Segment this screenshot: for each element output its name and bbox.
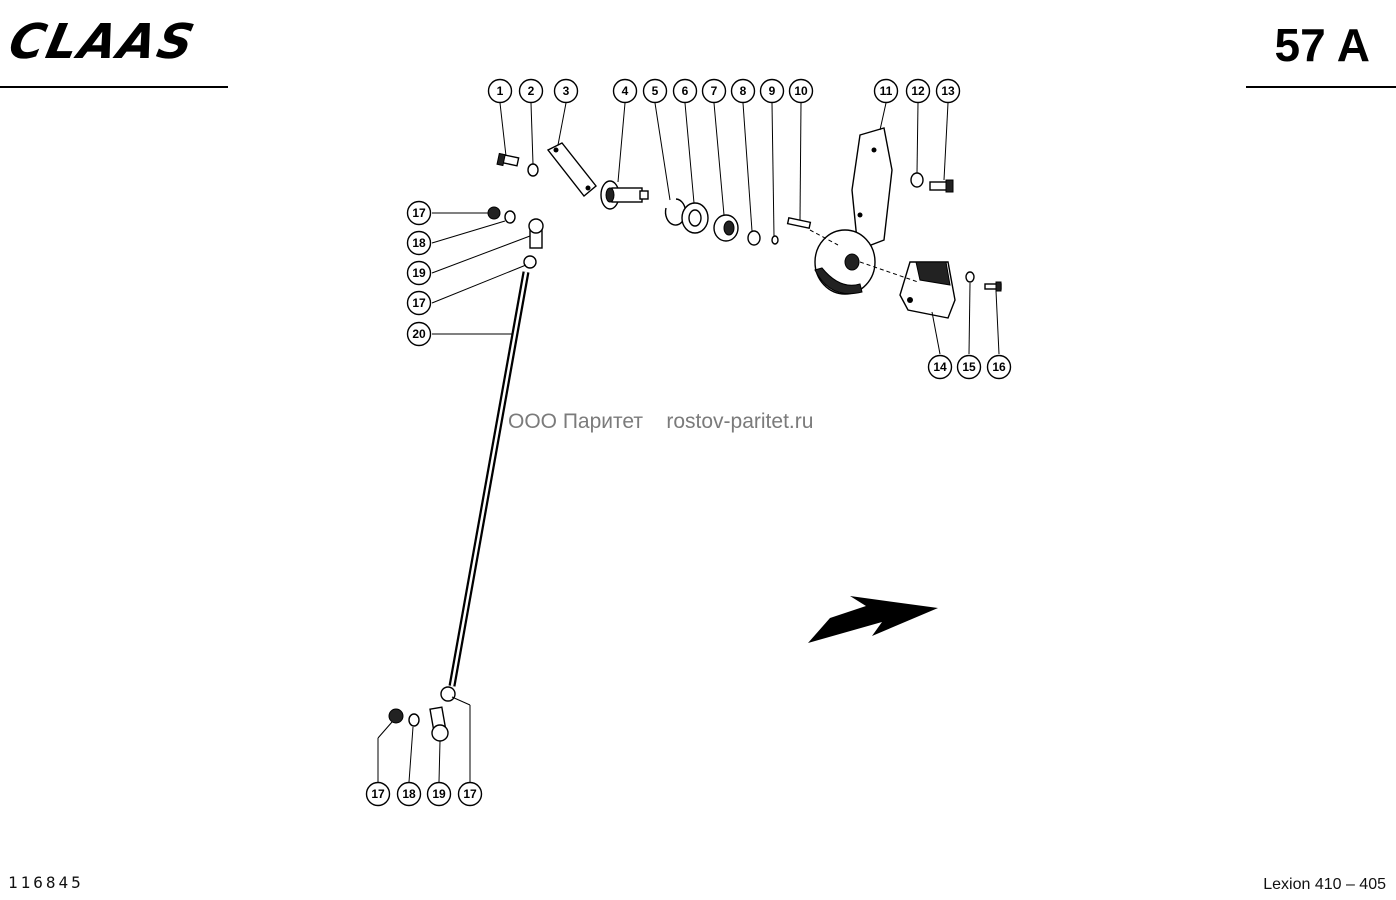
svg-text:19: 19 (432, 787, 446, 801)
part-ball-joint-19-top (528, 218, 544, 249)
part-bolt-1 (496, 152, 520, 167)
svg-text:8: 8 (740, 84, 747, 98)
part-bracket-11 (814, 127, 893, 295)
page-number: 57 A (1274, 19, 1370, 71)
svg-text:15: 15 (962, 360, 976, 374)
watermark-company: ООО Паритет (508, 410, 644, 433)
svg-text:12: 12 (911, 84, 925, 98)
part-nut-17-low (440, 686, 456, 702)
svg-text:7: 7 (711, 84, 718, 98)
part-bushing-7 (713, 214, 739, 242)
callout-19-joint-low: 19 (426, 781, 452, 807)
part-washer-8 (747, 230, 761, 246)
callout-17-nut-low: 17 (457, 781, 483, 807)
header-rule-left (0, 86, 228, 88)
callout-16: 16 (986, 354, 1012, 380)
svg-text:20: 20 (412, 327, 426, 341)
part-sensor-14 (899, 261, 956, 319)
svg-text:17: 17 (412, 296, 426, 310)
svg-text:4: 4 (622, 84, 629, 98)
part-pin-10 (786, 216, 812, 230)
part-ring-9 (771, 235, 779, 245)
svg-text:3: 3 (563, 84, 570, 98)
part-lever-3 (546, 142, 597, 197)
part-threaded-rod-20 (448, 271, 530, 687)
drawing-number: 116845 (8, 873, 84, 892)
watermark-site: rostov-paritet.ru (666, 410, 814, 433)
callout-2: 2 (518, 78, 544, 104)
callout-3: 3 (553, 78, 579, 104)
callout-1: 1 (487, 78, 513, 104)
svg-text:18: 18 (402, 787, 416, 801)
part-screw-16 (984, 281, 1002, 292)
watermark: ООО Паритет rostov-paritet.ru (508, 410, 813, 434)
svg-text:14: 14 (933, 360, 947, 374)
part-bolt-13 (929, 179, 954, 193)
callout-19-joint-top: 19 (406, 260, 432, 286)
svg-text:6: 6 (682, 84, 689, 98)
svg-text:1: 1 (497, 84, 504, 98)
direction-arrow-icon (808, 596, 938, 643)
svg-text:9: 9 (769, 84, 776, 98)
svg-text:17: 17 (463, 787, 477, 801)
callout-15: 15 (956, 354, 982, 380)
callout-17-nut-mid: 17 (406, 290, 432, 316)
callout-14: 14 (927, 354, 953, 380)
svg-text:5: 5 (652, 84, 659, 98)
callout-4: 4 (612, 78, 638, 104)
part-nut-17-bottom (388, 708, 404, 724)
svg-text:13: 13 (941, 84, 955, 98)
callout-9: 9 (759, 78, 785, 104)
callout-12: 12 (905, 78, 931, 104)
callout-20-rod: 20 (406, 321, 432, 347)
callout-17-nut-top: 17 (406, 200, 432, 226)
svg-text:11: 11 (880, 84, 893, 98)
part-washer-18-low (408, 713, 420, 727)
header-rule-right (1246, 86, 1396, 88)
part-nut-17-mid (523, 255, 537, 269)
callout-5: 5 (642, 78, 668, 104)
svg-text:18: 18 (412, 236, 426, 250)
svg-text:17: 17 (371, 787, 385, 801)
callout-18-washer-low: 18 (396, 781, 422, 807)
svg-text:16: 16 (992, 360, 1006, 374)
callout-6: 6 (672, 78, 698, 104)
callout-10: 10 (788, 78, 814, 104)
svg-text:10: 10 (794, 84, 808, 98)
callout-8: 8 (730, 78, 756, 104)
part-ball-joint-19-low (429, 706, 449, 742)
part-bearing-6 (681, 202, 709, 234)
part-washer-2 (527, 163, 539, 177)
model-label: Lexion 410 – 405 (1263, 876, 1386, 893)
part-washer-15 (965, 271, 975, 283)
part-circlip-5 (664, 198, 687, 226)
callout-17-nut-bottom: 17 (365, 781, 391, 807)
svg-text:2: 2 (528, 84, 535, 98)
callout-18-washer-top: 18 (406, 230, 432, 256)
part-washer-18-top (504, 210, 516, 224)
callout-13: 13 (935, 78, 961, 104)
part-washer-12 (910, 172, 924, 188)
callout-11: 11 (873, 78, 899, 104)
callout-7: 7 (701, 78, 727, 104)
part-nut-17-top (487, 206, 501, 220)
part-shaft-4 (600, 180, 649, 210)
svg-text:17: 17 (412, 206, 426, 220)
svg-text:19: 19 (412, 266, 426, 280)
